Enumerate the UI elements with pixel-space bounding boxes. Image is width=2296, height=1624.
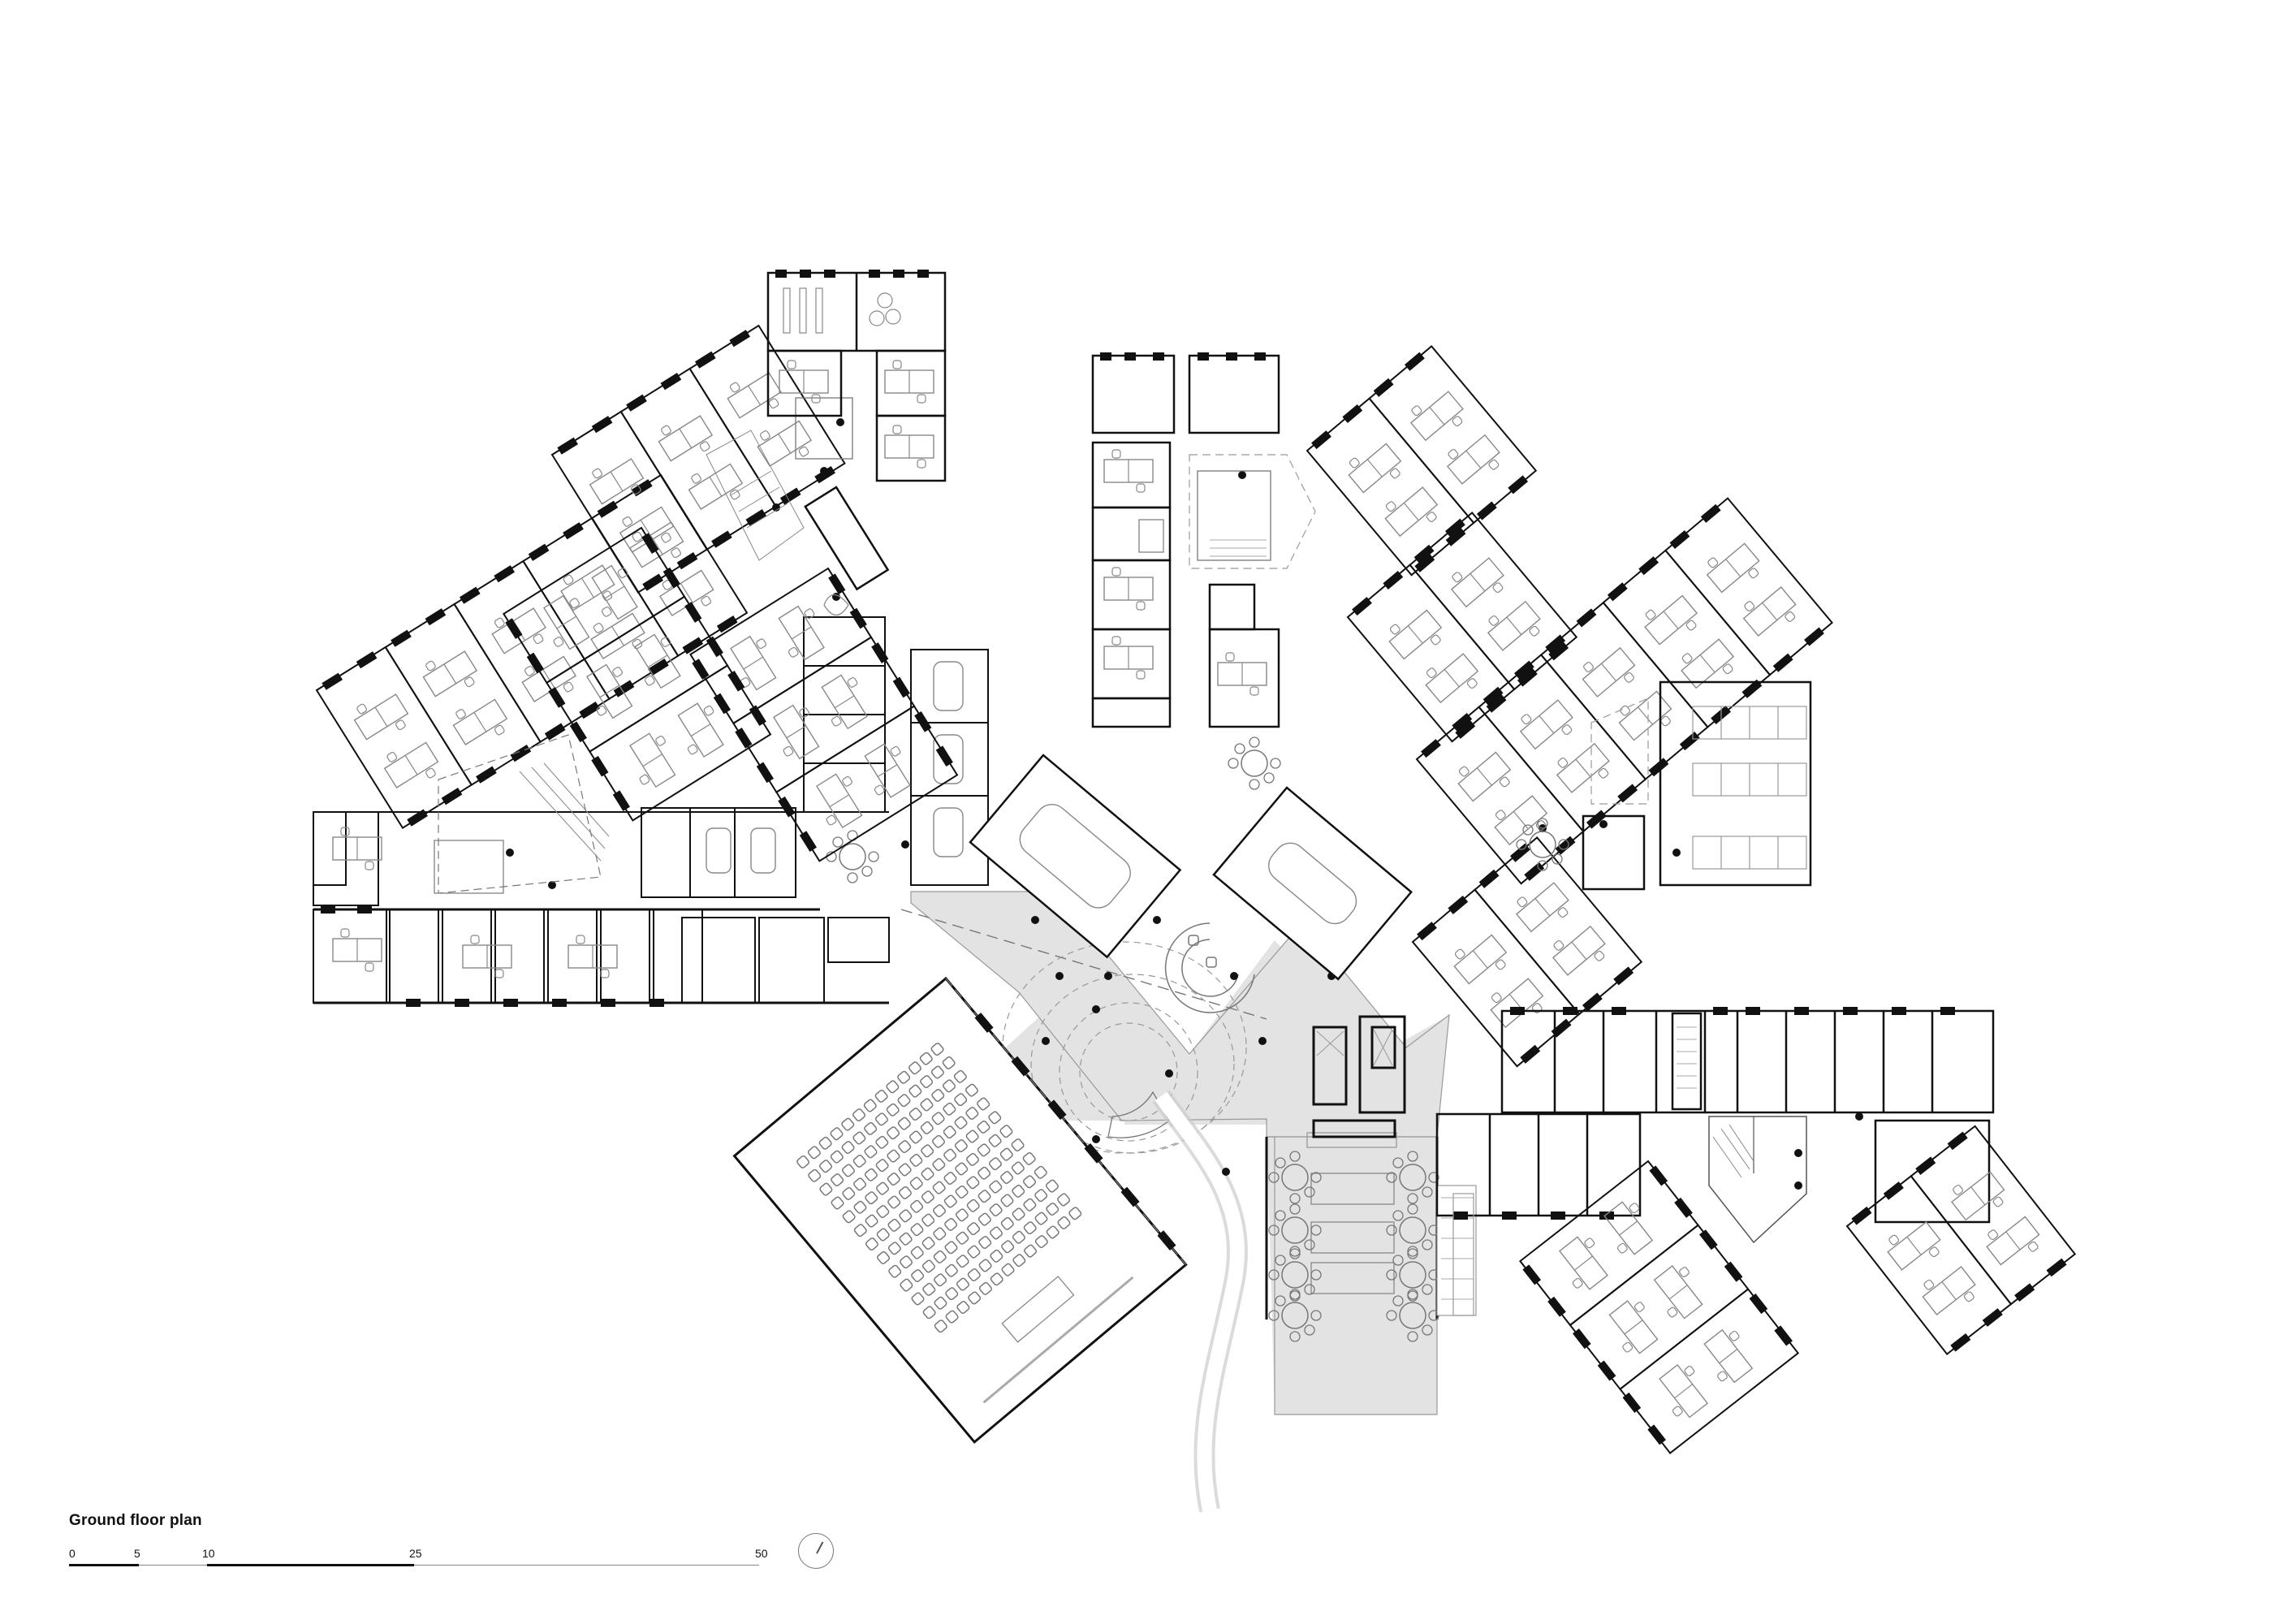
scale-tick-25: 25: [409, 1547, 422, 1560]
scale-segment-5-10: [139, 1565, 207, 1566]
core: [1312, 1015, 1406, 1138]
scale-segment-25-50: [414, 1565, 759, 1566]
scale-bar: 0 5 10 25 50: [69, 1547, 768, 1579]
scale-tick-50: 50: [755, 1547, 768, 1560]
north-block-center: [1091, 354, 1280, 728]
auditorium: [732, 976, 1188, 1445]
southeast-wing-diagonal: [1517, 1160, 1801, 1455]
scale-segment-10-25: [207, 1564, 414, 1566]
cafeteria: [1265, 1132, 1477, 1342]
scale-tick-0: 0: [69, 1547, 76, 1560]
scale-tick-10: 10: [202, 1547, 215, 1560]
scale-tick-5: 5: [134, 1547, 140, 1560]
northwest-wing-lower: [315, 473, 749, 831]
drawing-title: Ground floor plan: [69, 1512, 202, 1529]
east-open-office: [1582, 680, 1812, 891]
northeast-wing: [1305, 343, 1538, 577]
scale-segment-0-5: [69, 1564, 139, 1566]
east-wing: [1414, 496, 1834, 887]
north-block-left: [766, 271, 947, 482]
north-arrow-icon: [798, 1533, 834, 1569]
north-needle: [816, 1541, 823, 1554]
